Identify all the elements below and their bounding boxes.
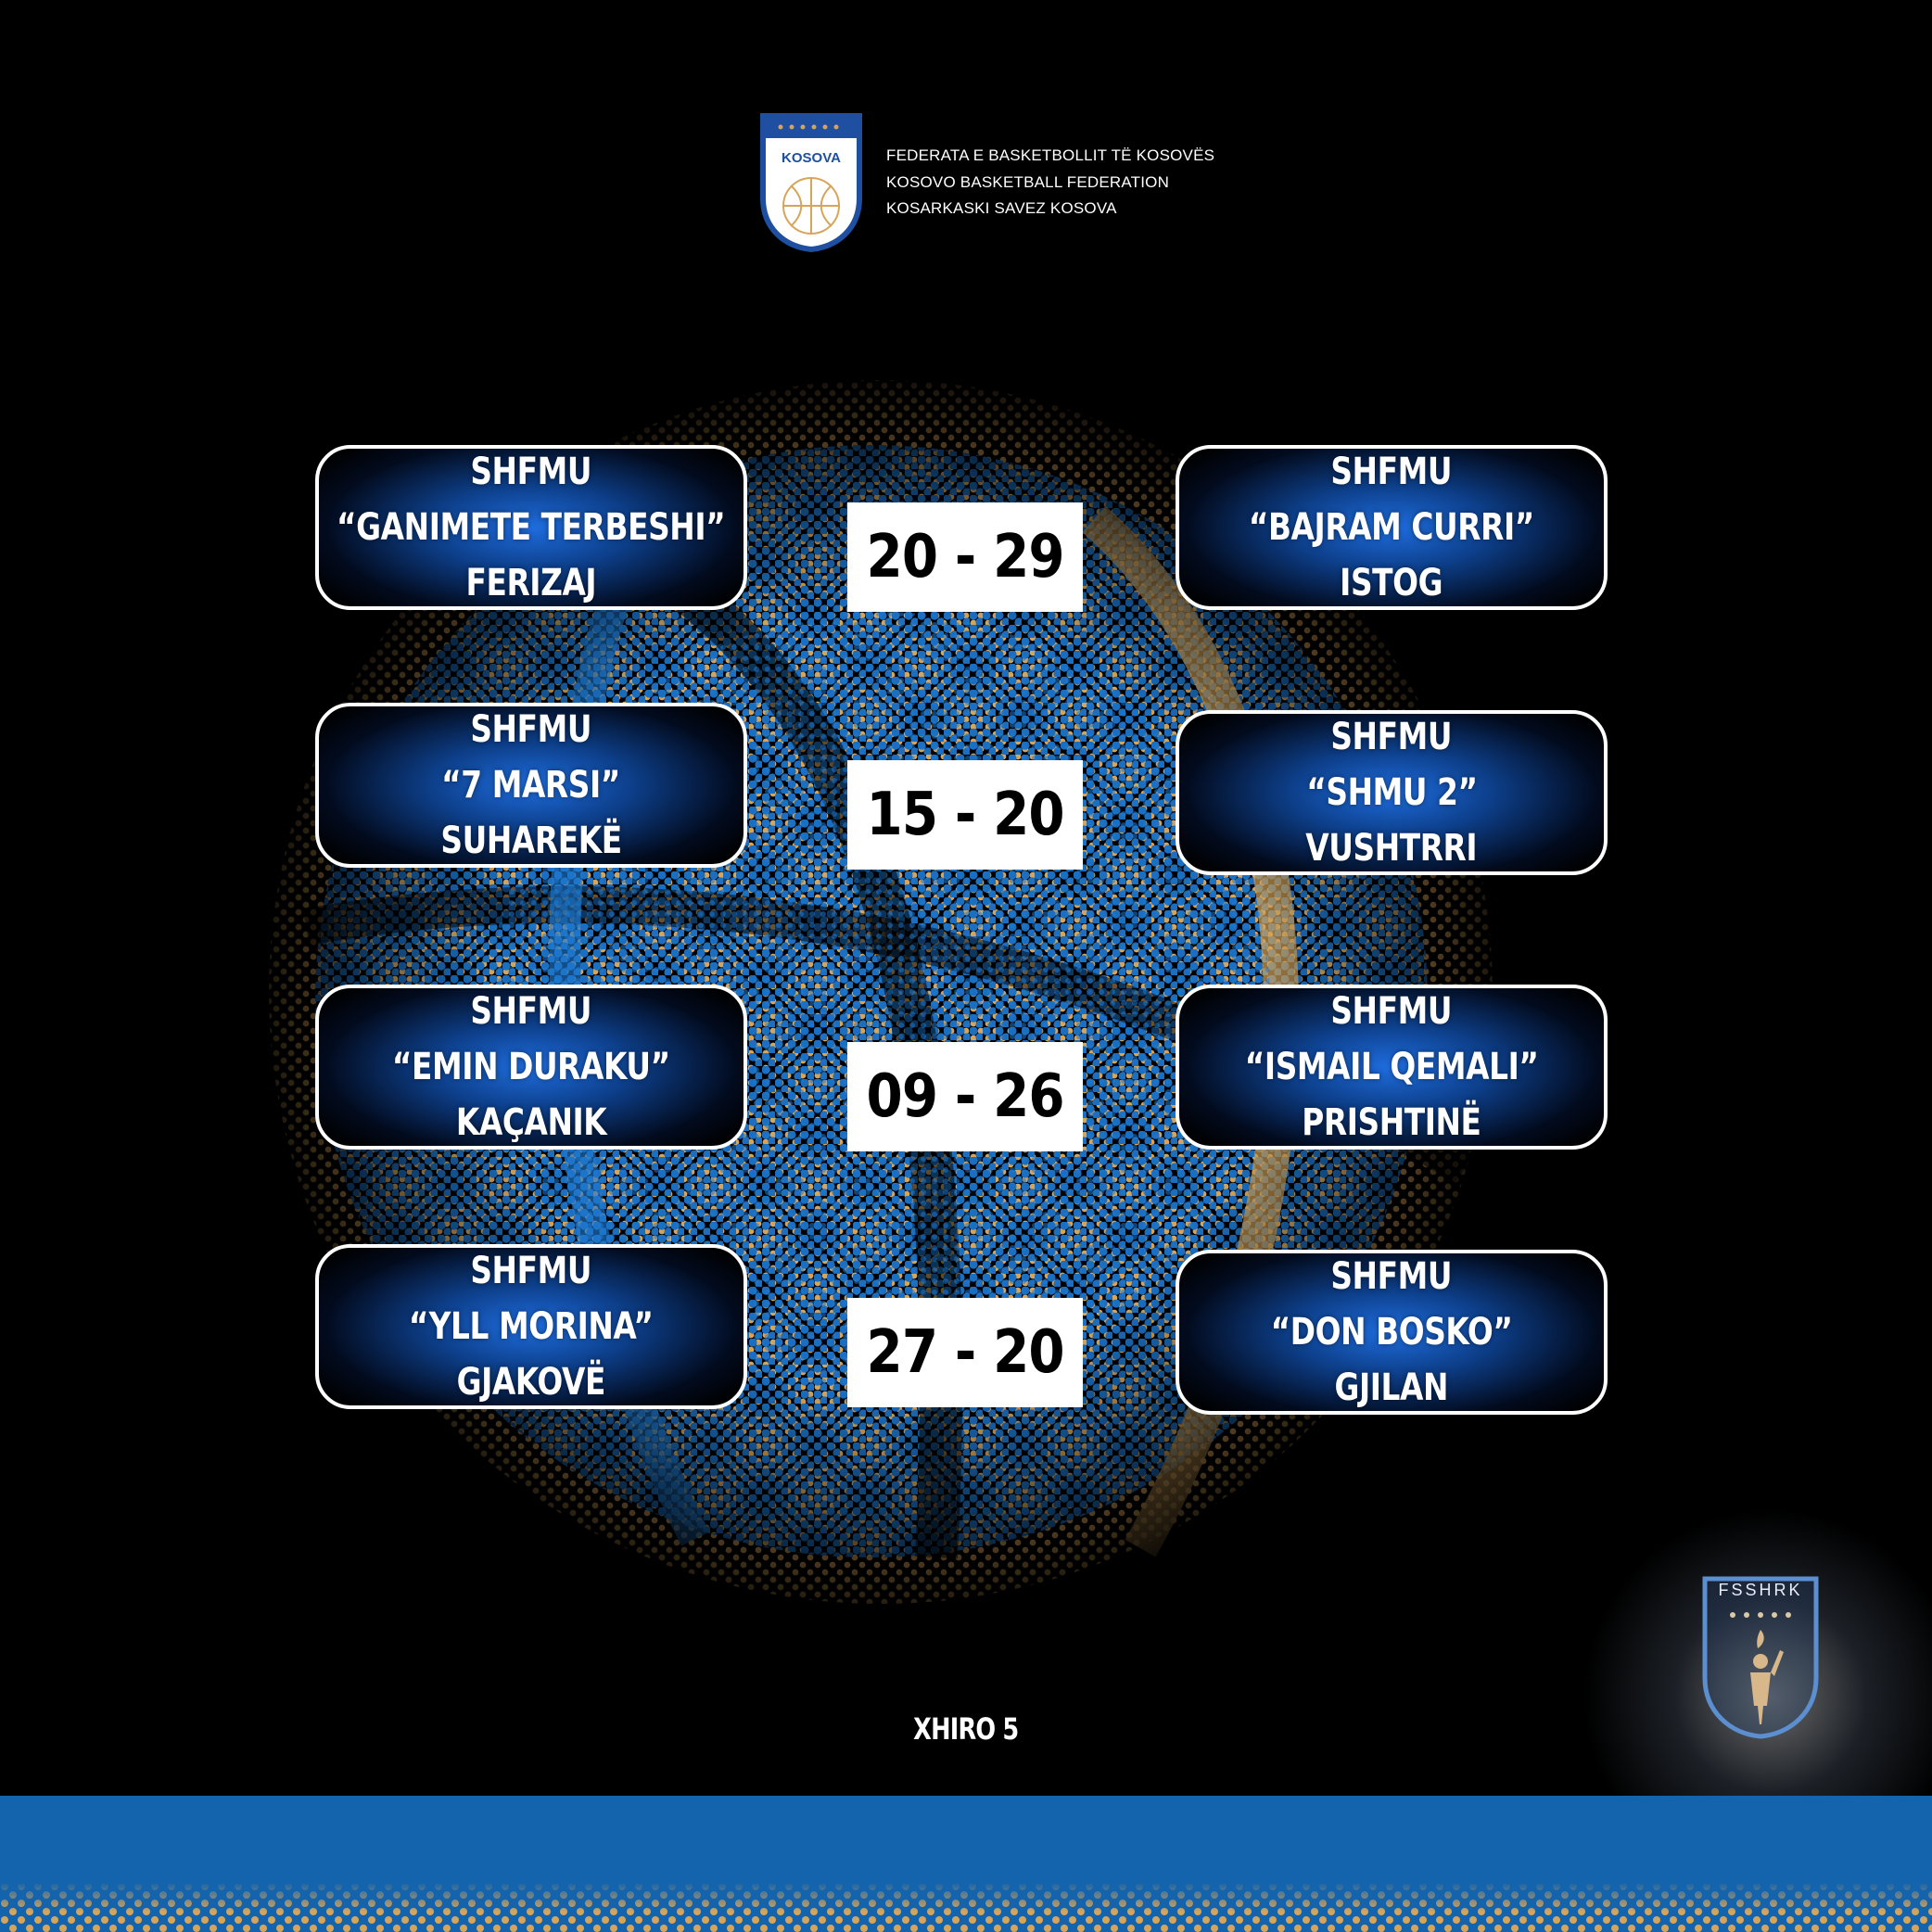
round-label-text: XHIRO 5 — [913, 1711, 1019, 1747]
team-city: VUSHTRRI — [1305, 827, 1478, 870]
team-name: “BAJRAM CURRI” — [1248, 506, 1535, 549]
score-box: 09 - 26 — [847, 1042, 1083, 1151]
score-box: 15 - 20 — [847, 760, 1083, 870]
team-city: PRISHTINË — [1302, 1101, 1481, 1144]
away-team-card: SHFMU “DON BOSKO” GJILAN — [1176, 1250, 1608, 1415]
team-type: SHFMU — [470, 708, 592, 751]
home-team-card: SHFMU “GANIMETE TERBESHI” FERIZAJ — [315, 445, 747, 610]
team-name: “YLL MORINA” — [409, 1305, 654, 1348]
team-type: SHFMU — [1330, 451, 1453, 493]
federation-name-block: FEDERATA E BASKETBOLLIT TË KOSOVËS KOSOV… — [886, 143, 1214, 222]
team-name: “EMIN DURAKU” — [392, 1046, 670, 1088]
badge-title: FSSHRK — [1718, 1581, 1803, 1599]
team-name: “SHMU 2” — [1305, 771, 1478, 814]
team-type: SHFMU — [1330, 990, 1453, 1033]
basketball-icon — [782, 177, 840, 235]
team-city: KAÇANIK — [455, 1101, 607, 1144]
team-type: SHFMU — [470, 451, 592, 493]
home-team-card: SHFMU “EMIN DURAKU” KAÇANIK — [315, 985, 747, 1150]
score-box: 20 - 29 — [847, 502, 1083, 612]
team-type: SHFMU — [470, 1250, 592, 1292]
match-score: 20 - 29 — [866, 523, 1064, 591]
home-team-card: SHFMU “7 MARSI” SUHAREKË — [315, 703, 747, 868]
home-team-card: SHFMU “YLL MORINA” GJAKOVË — [315, 1244, 747, 1409]
team-type: SHFMU — [1330, 1255, 1453, 1298]
team-city: GJAKOVË — [456, 1361, 606, 1404]
team-city: FERIZAJ — [465, 562, 597, 604]
team-city: SUHAREKË — [440, 820, 622, 862]
star-icon — [1730, 1612, 1791, 1618]
team-city: GJILAN — [1334, 1366, 1449, 1409]
federation-name-english: KOSOVO BASKETBALL FEDERATION — [886, 172, 1170, 191]
score-box: 27 - 20 — [847, 1298, 1083, 1407]
match-score: 15 - 20 — [866, 781, 1064, 849]
round-label: XHIRO 5 — [0, 1711, 1932, 1747]
match-score: 27 - 20 — [866, 1318, 1064, 1387]
logo-text: KOSOVA — [782, 150, 841, 166]
team-name: “DON BOSKO” — [1270, 1311, 1513, 1354]
footer-halftone-strip — [0, 1882, 1932, 1932]
torch-runner-figure — [1750, 1630, 1784, 1724]
away-team-card: SHFMU “SHMU 2” VUSHTRRI — [1176, 710, 1608, 875]
fsshrk-shield-icon — [1702, 1576, 1819, 1739]
team-type: SHFMU — [470, 990, 592, 1033]
federation-name-albanian: FEDERATA E BASKETBOLLIT TË KOSOVËS — [886, 146, 1215, 164]
team-name: “ISMAIL QEMALI” — [1244, 1046, 1539, 1088]
kosova-federation-shield-icon: KOSOVA — [760, 113, 862, 252]
team-name: “GANIMETE TERBESHI” — [337, 506, 726, 549]
away-team-card: SHFMU “BAJRAM CURRI” ISTOG — [1176, 445, 1608, 610]
team-city: ISTOG — [1340, 562, 1443, 604]
match-score: 09 - 26 — [866, 1062, 1064, 1131]
away-team-card: SHFMU “ISMAIL QEMALI” PRISHTINË — [1176, 985, 1608, 1150]
federation-name-serbian: KOSARKASKI SAVEZ KOSOVA — [886, 199, 1117, 217]
team-name: “7 MARSI” — [441, 764, 621, 807]
team-type: SHFMU — [1330, 716, 1453, 758]
